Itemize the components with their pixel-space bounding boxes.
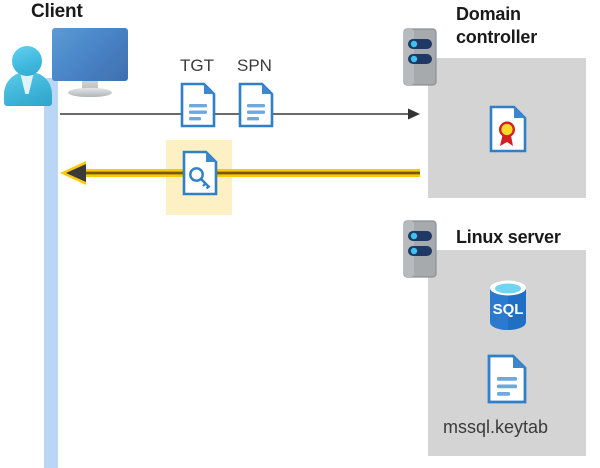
keytab-filename-label: mssql.keytab xyxy=(443,417,549,437)
certificate-document-icon xyxy=(489,105,527,153)
request-arrow-right xyxy=(60,108,420,120)
client-title: Client xyxy=(31,1,83,22)
keytab-document-icon xyxy=(487,354,527,404)
tgt-label: TGT xyxy=(180,56,214,75)
domain-controller-title-line-2: controller xyxy=(456,27,538,47)
sql-database-label: SQL xyxy=(493,301,524,318)
domain-controller-server-icon xyxy=(403,28,437,86)
tgt-document-icon xyxy=(180,82,216,128)
monitor-base-icon xyxy=(68,88,112,97)
person-head-icon xyxy=(12,46,42,76)
monitor-neck-icon xyxy=(82,81,98,91)
monitor-screen-icon xyxy=(52,28,128,81)
response-arrow-left xyxy=(60,161,420,185)
spn-document-icon xyxy=(238,82,274,128)
spn-label: SPN xyxy=(237,56,272,75)
domain-controller-title: Domain controller xyxy=(456,3,596,49)
client-lifeline xyxy=(44,78,58,468)
linux-server-icon xyxy=(403,220,437,278)
domain-controller-title-line-1: Domain xyxy=(456,4,521,24)
key-document-icon xyxy=(182,150,218,196)
sql-database-icon: SQL xyxy=(490,280,526,330)
linux-server-title: Linux server xyxy=(456,227,561,247)
